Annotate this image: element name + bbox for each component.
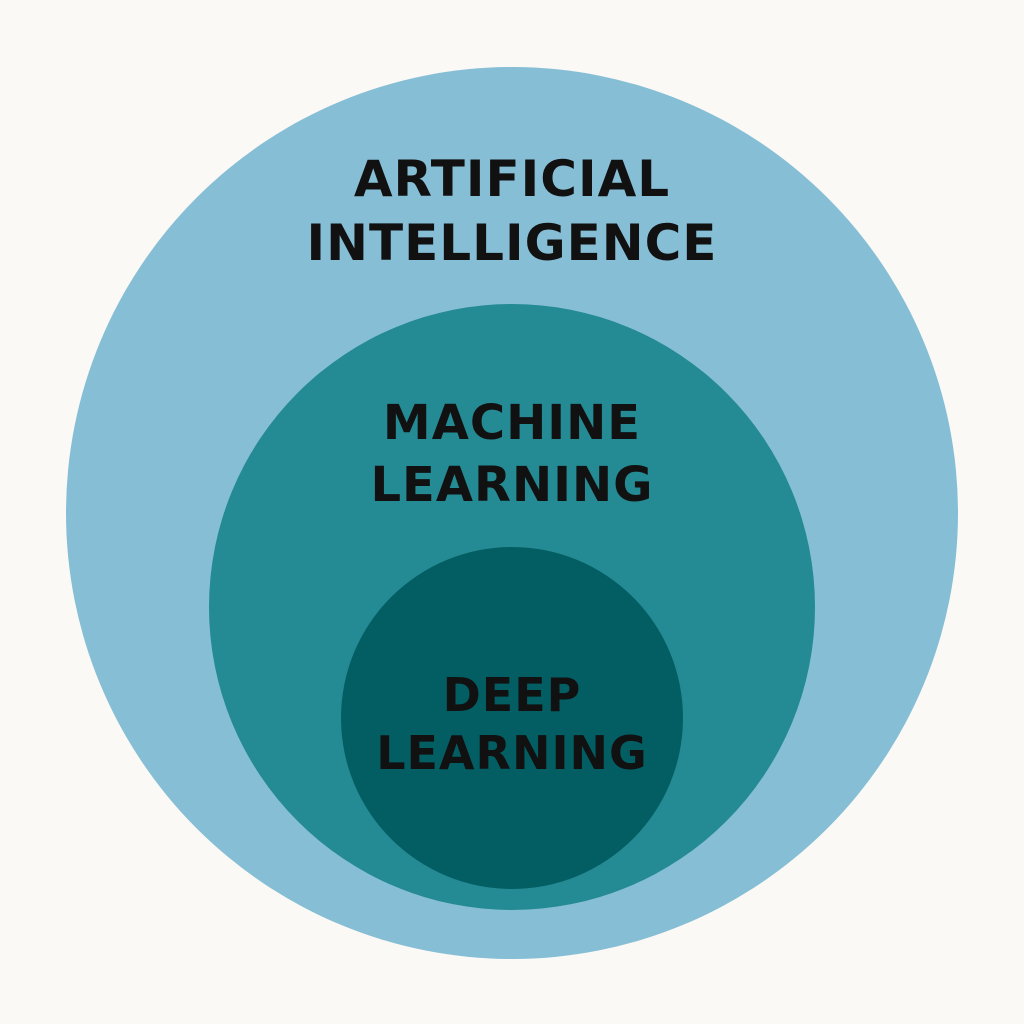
artificial-intelligence-label: ARTIFICIAL INTELLIGENCE — [0, 154, 1024, 268]
machine-learning-label-line1: MACHINE — [382, 395, 642, 451]
deep-learning-circle — [341, 547, 683, 889]
artificial-intelligence-label-line1: ARTIFICIAL — [353, 150, 671, 208]
deep-learning-label: DEEP LEARNING — [0, 672, 1024, 776]
machine-learning-label: MACHINE LEARNING — [0, 399, 1024, 509]
deep-learning-label-line2: LEARNING — [376, 726, 648, 780]
deep-learning-label-line1: DEEP — [442, 668, 582, 722]
machine-learning-label-line2: LEARNING — [370, 457, 654, 513]
artificial-intelligence-label-line2: INTELLIGENCE — [306, 214, 718, 272]
